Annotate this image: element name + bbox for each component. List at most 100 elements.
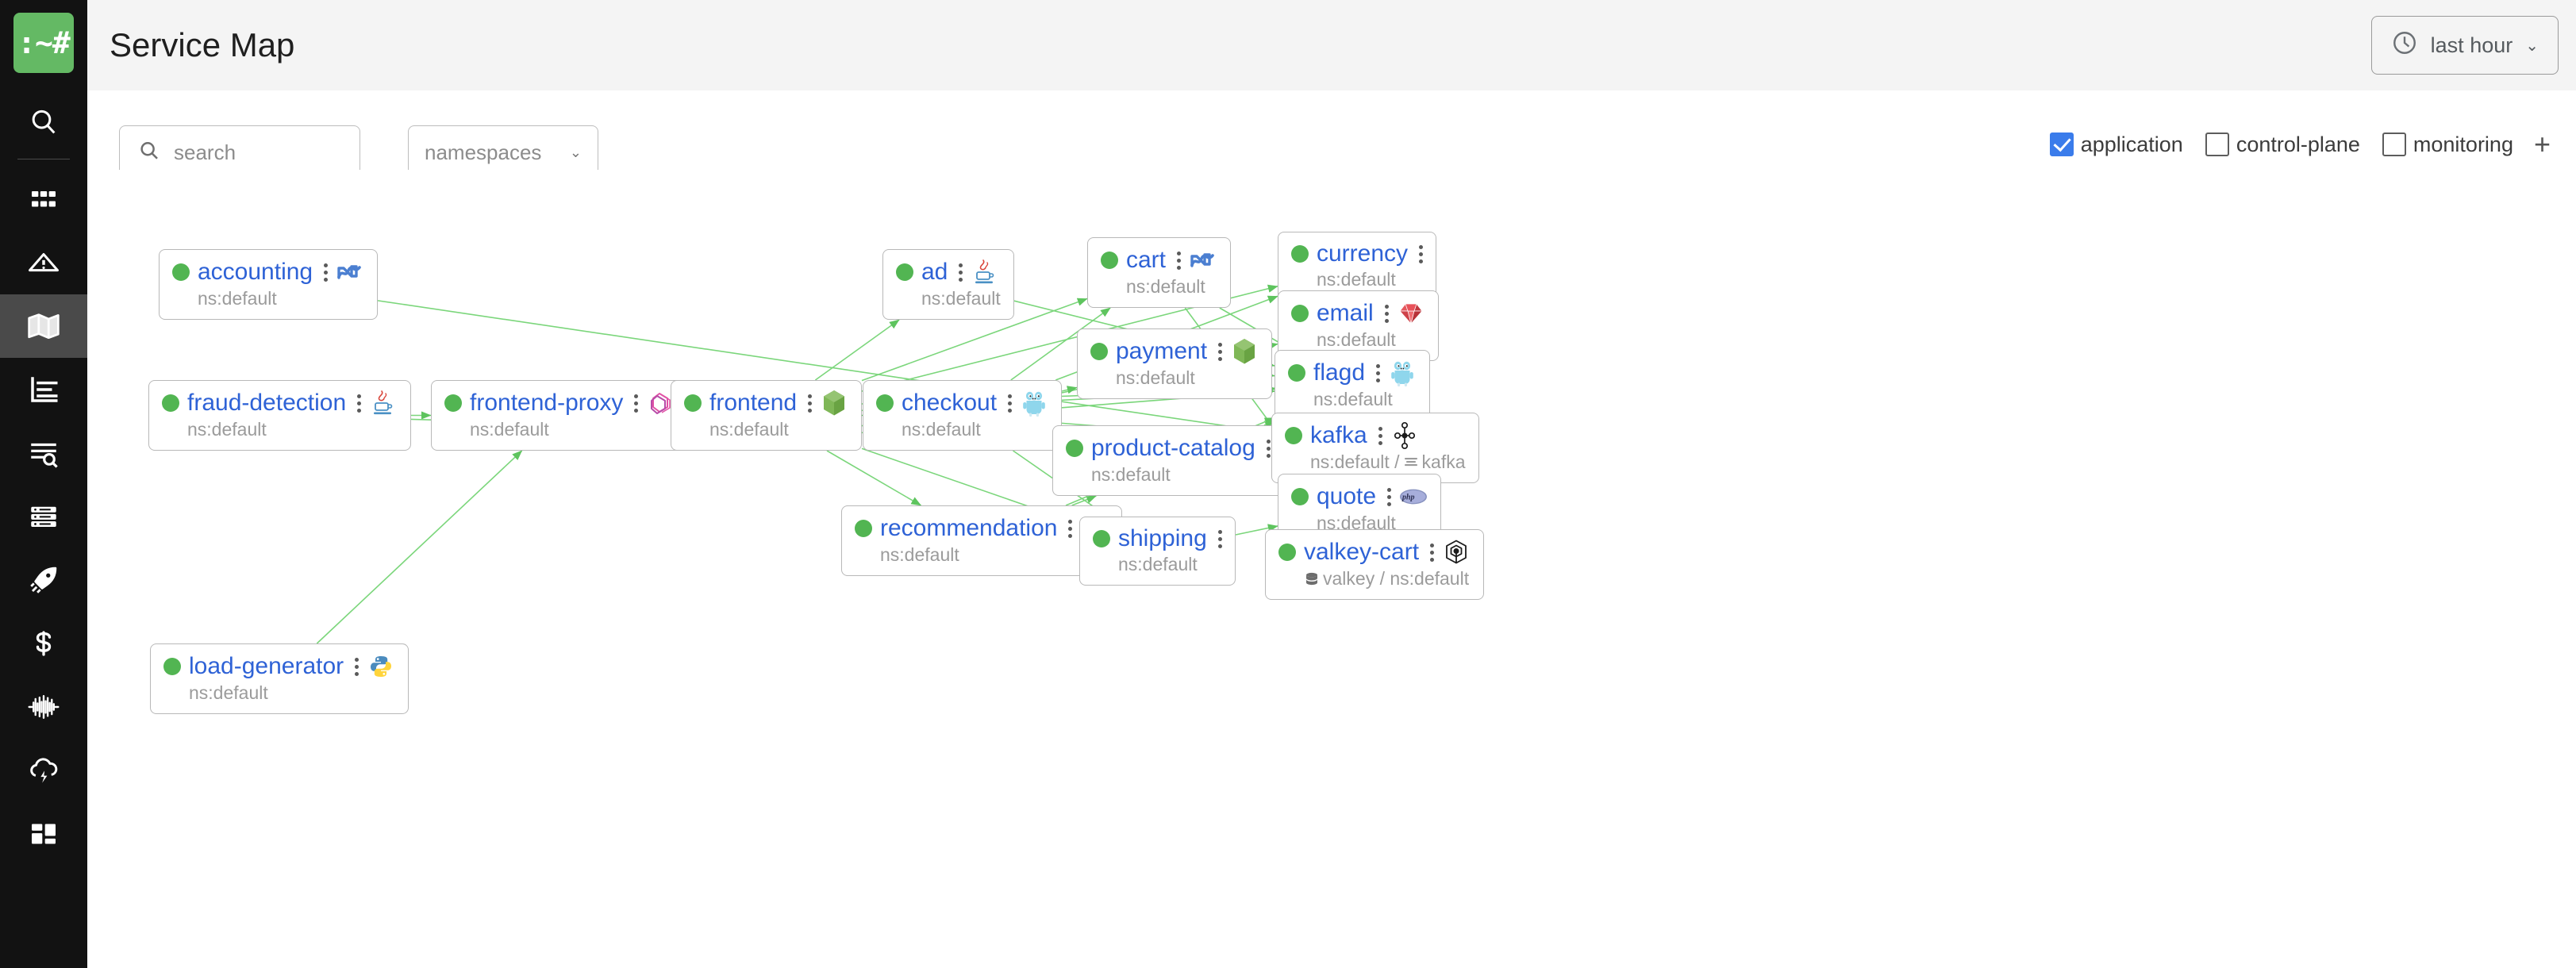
filter-control-plane[interactable]: control-plane <box>2205 133 2360 157</box>
sidebar-item-service-map[interactable] <box>0 294 87 358</box>
service-node-label[interactable]: kafka <box>1310 422 1367 448</box>
search-icon <box>28 106 60 138</box>
service-node-label[interactable]: valkey-cart <box>1304 539 1420 565</box>
edge-frontend-to-ad[interactable] <box>814 319 900 381</box>
service-node-label[interactable]: shipping <box>1118 525 1207 551</box>
sidebar-item-cost[interactable] <box>0 612 87 675</box>
sidebar-item-metrics[interactable] <box>0 358 87 421</box>
service-node-label[interactable]: flagd <box>1313 359 1366 386</box>
service-node-namespace: ns:default <box>709 419 789 440</box>
app-logo[interactable]: :~# <box>13 13 74 73</box>
status-dot <box>855 520 872 537</box>
service-node-label[interactable]: payment <box>1116 338 1208 364</box>
edge-frontend-to-recommendation[interactable] <box>826 450 922 506</box>
node-menu-icon[interactable] <box>808 394 813 413</box>
service-node-label[interactable]: load-generator <box>189 653 344 679</box>
node-menu-icon[interactable] <box>1378 426 1382 445</box>
edge-checkout-to-payment[interactable] <box>1061 386 1078 394</box>
kafka-icon <box>1390 421 1419 450</box>
sidebar-item-dashboards[interactable] <box>0 802 87 866</box>
node-menu-icon[interactable] <box>1419 244 1424 263</box>
edge-frontend-to-cart[interactable] <box>861 298 1088 382</box>
node-menu-icon[interactable] <box>1266 439 1271 458</box>
node-menu-icon[interactable] <box>1384 304 1389 323</box>
sidebar-item-logs[interactable] <box>0 421 87 485</box>
filter-application[interactable]: application <box>2049 133 2183 157</box>
node-menu-icon[interactable] <box>1177 251 1182 270</box>
service-node-label[interactable]: product-catalog <box>1091 435 1255 461</box>
node-menu-icon[interactable] <box>1218 342 1223 361</box>
sidebar-item-deployments[interactable] <box>0 548 87 612</box>
sidebar-item-infrastructure[interactable] <box>0 485 87 548</box>
sidebar-item-alerts[interactable] <box>0 231 87 294</box>
service-node-label[interactable]: accounting <box>198 259 313 285</box>
service-node-label[interactable]: frontend-proxy <box>470 390 624 416</box>
service-node-valkey-cart[interactable]: valkey-cart valkey / ns:default <box>1265 529 1485 600</box>
service-node-namespace: ns:default <box>1317 269 1396 290</box>
sidebar-item-cloud[interactable] <box>0 739 87 802</box>
time-range-picker[interactable]: last hour ⌄ <box>2370 16 2559 75</box>
filter-monitoring[interactable]: monitoring <box>2382 133 2513 157</box>
grid-apps-icon <box>28 183 60 215</box>
dotnet-icon <box>1189 246 1217 275</box>
sidebar-item-search[interactable] <box>0 90 87 154</box>
status-dot <box>1093 530 1110 547</box>
service-node-checkout[interactable]: checkout ns:default <box>863 380 1063 451</box>
ruby-icon <box>1397 299 1425 328</box>
node-menu-icon[interactable] <box>634 394 639 413</box>
service-node-label[interactable]: quote <box>1317 483 1377 509</box>
status-dot <box>1090 343 1108 360</box>
dashboard-blocks-icon <box>28 818 60 850</box>
cloud-lightning-icon <box>26 753 61 788</box>
node-menu-icon[interactable] <box>355 657 359 676</box>
sidebar-item-apps[interactable] <box>0 167 87 231</box>
edge-accounting-to-kafka[interactable] <box>377 300 1272 436</box>
service-node-kafka[interactable]: kafka ns:default / kafka <box>1271 413 1479 483</box>
checkbox-control-plane[interactable] <box>2205 133 2229 156</box>
node-menu-icon[interactable] <box>1430 543 1435 562</box>
service-node-load-generator[interactable]: load-generator ns:default <box>150 643 409 714</box>
service-node-label[interactable]: currency <box>1317 240 1409 267</box>
service-node-label[interactable]: email <box>1317 300 1374 326</box>
service-node-label[interactable]: recommendation <box>880 515 1058 541</box>
checkbox-application[interactable] <box>2049 133 2074 156</box>
node-menu-icon[interactable] <box>357 394 362 413</box>
add-filter-button[interactable]: + <box>2533 128 2551 160</box>
status-dot <box>1101 252 1118 269</box>
service-node-ad[interactable]: ad ns:default <box>882 249 1014 320</box>
node-menu-icon[interactable] <box>1376 363 1381 382</box>
service-node-label[interactable]: fraud-detection <box>187 390 347 416</box>
service-node-payment[interactable]: payment ns:default <box>1077 328 1273 399</box>
service-node-label[interactable]: cart <box>1126 247 1167 273</box>
service-node-label[interactable]: checkout <box>902 390 998 416</box>
node-menu-icon[interactable] <box>959 263 963 282</box>
node-menu-icon[interactable] <box>324 263 329 282</box>
service-node-namespace: ns:default <box>187 419 267 440</box>
service-node-frontend[interactable]: frontend ns:default <box>671 380 863 451</box>
service-node-namespace: ns:default <box>1118 554 1198 574</box>
edge-checkout-to-cart[interactable] <box>1010 307 1111 381</box>
status-dot <box>1066 440 1083 457</box>
service-node-frontend-proxy[interactable]: frontend-proxy ns:default <box>431 380 689 451</box>
service-node-recommendation[interactable]: recommendation ns:default <box>841 505 1123 576</box>
node-menu-icon[interactable] <box>1068 519 1073 538</box>
node-menu-icon[interactable] <box>1387 487 1392 506</box>
service-node-email[interactable]: email ns:default <box>1278 290 1439 361</box>
node-menu-icon[interactable] <box>1008 394 1013 413</box>
service-node-flagd[interactable]: flagd ns:default <box>1275 350 1431 421</box>
edge-recommendation-to-product-catalog[interactable] <box>1071 495 1097 506</box>
edge-load-generator-to-frontend-proxy[interactable] <box>316 450 523 644</box>
sidebar-item-traces[interactable] <box>0 675 87 739</box>
checkbox-monitoring[interactable] <box>2382 133 2406 156</box>
service-node-label[interactable]: ad <box>921 259 948 285</box>
node-menu-icon[interactable] <box>1217 529 1222 548</box>
service-node-shipping[interactable]: shipping ns:default <box>1079 517 1236 586</box>
edge-shipping-to-quote[interactable] <box>1235 524 1278 536</box>
service-node-fraud-detection[interactable]: fraud-detection ns:default <box>148 380 412 451</box>
bar-chart-icon <box>27 373 60 406</box>
service-node-label[interactable]: frontend <box>709 390 798 416</box>
